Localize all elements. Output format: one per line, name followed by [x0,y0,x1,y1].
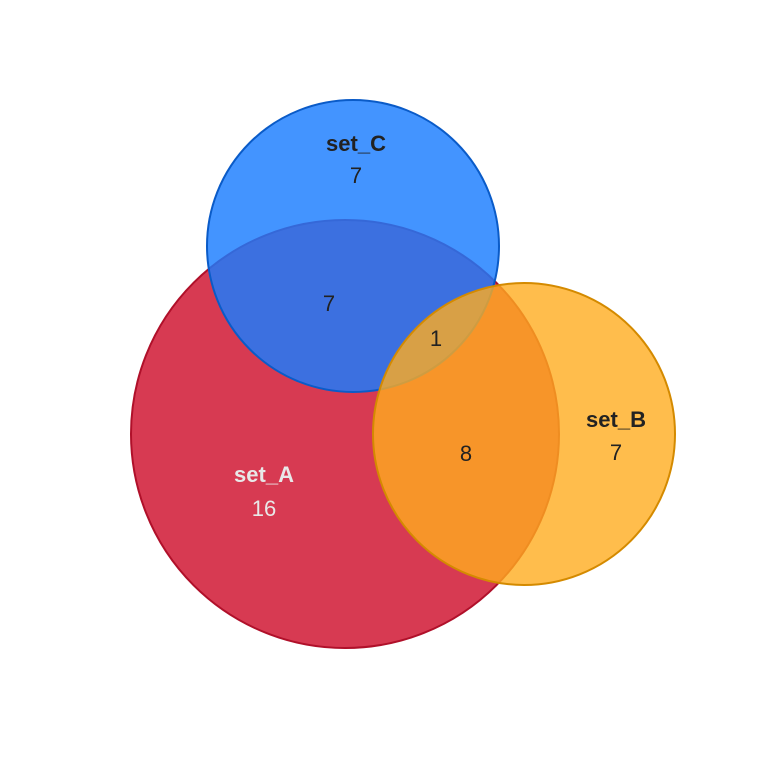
intersection-a-b-count: 8 [460,441,472,466]
intersection-a-c-count: 7 [323,291,335,316]
set-c-name-label: set_C [326,131,386,156]
set-a-only-count: 16 [252,496,276,521]
intersection-a-b-c-count: 1 [430,326,442,351]
set-b-name-label: set_B [586,407,646,432]
set-b-circle [372,282,676,586]
set-a-name-label: set_A [234,462,294,487]
set-b-only-count: 7 [610,440,622,465]
set-c-only-count: 7 [350,163,362,188]
